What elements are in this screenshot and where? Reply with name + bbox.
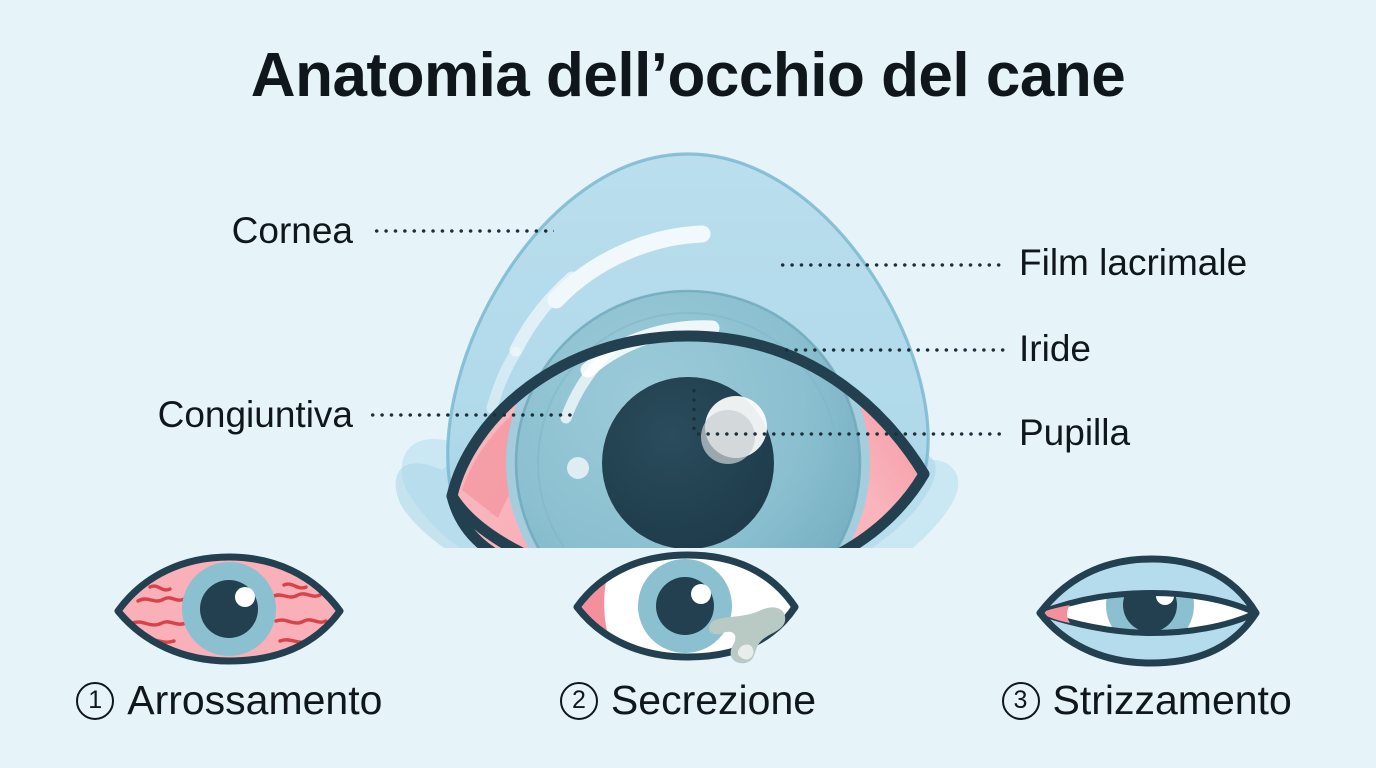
- eyelid-outline: [573, 551, 799, 661]
- label-congiuntiva: Congiuntiva: [157, 394, 353, 435]
- label-pupilla: Pupilla: [1019, 412, 1131, 453]
- dog-eye-anatomy-diagram: [0, 118, 1376, 548]
- symptom-item-secrezione: 2 Secrezione: [478, 548, 898, 721]
- leader-line-pupilla: [694, 432, 1006, 436]
- leader-line-iride: [782, 348, 1006, 352]
- leader-line-pupilla-vertical: [692, 386, 696, 434]
- symptom-caption-strizzamento: 3 Strizzamento: [1001, 677, 1292, 723]
- symptom-label-secrezione: Secrezione: [610, 677, 817, 723]
- symptom-number-badge-1: 1: [76, 681, 115, 720]
- tear-duct: [576, 577, 609, 637]
- discharge-drip: [708, 607, 786, 664]
- label-film-lacrimale: Film lacrimale: [1019, 242, 1248, 283]
- symptom-item-arrossamento: 1 Arrossamento: [19, 548, 439, 721]
- symptom-caption-secrezione: 2 Secrezione: [559, 677, 817, 723]
- pupil-highlight: [690, 584, 711, 604]
- symptom-number-badge-3: 3: [1001, 681, 1040, 720]
- squinting-eye-icon: [1022, 548, 1272, 668]
- red-eye-icon: [104, 548, 354, 668]
- page-title: Anatomia dell’occhio del cane: [250, 41, 1126, 110]
- symptom-caption-arrossamento: 1 Arrossamento: [76, 680, 382, 721]
- medial-canthus: [446, 490, 525, 548]
- label-cornea: Cornea: [231, 210, 353, 251]
- leader-line-film-lacrimale: [778, 263, 1006, 267]
- label-iride: Iride: [1019, 328, 1091, 369]
- symptom-label-arrossamento: Arrossamento: [127, 677, 383, 723]
- symptom-number-badge-2: 2: [559, 681, 598, 720]
- eyelid-outline: [1036, 555, 1260, 667]
- symptom-label-strizzamento: Strizzamento: [1052, 677, 1292, 723]
- cornea-highlight-arcs: [486, 225, 711, 414]
- pupil-highlight: [235, 587, 256, 607]
- eyelid-outline: [446, 330, 930, 548]
- tear-duct: [1039, 605, 1070, 623]
- eyelid-outline: [114, 553, 344, 665]
- pupil-highlight: [701, 396, 767, 464]
- eye-cross-section-illustration: [395, 152, 959, 548]
- symptom-row: 1 Arrossamento: [0, 548, 1376, 763]
- leader-line-cornea: [372, 229, 554, 233]
- leader-line-congiuntiva: [368, 413, 576, 417]
- discharge-eye-icon: [563, 548, 813, 668]
- symptom-item-strizzamento: 3 Strizzamento: [937, 548, 1357, 721]
